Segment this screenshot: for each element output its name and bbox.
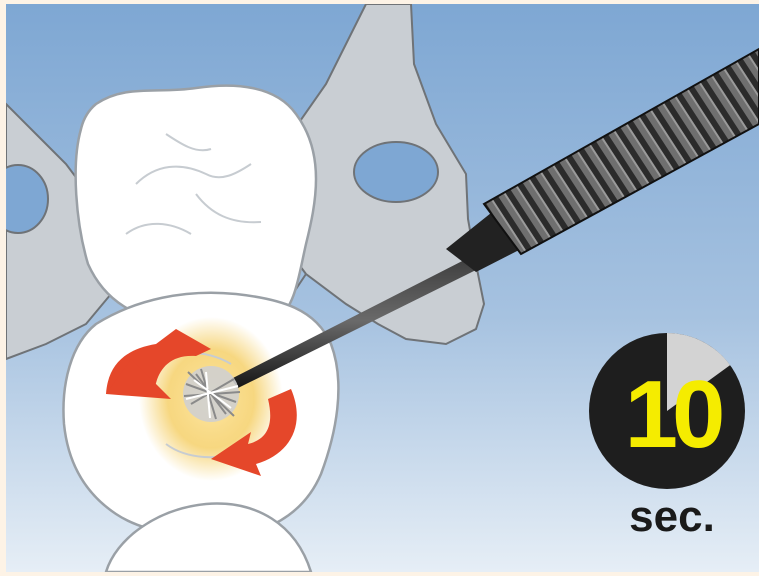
scene-svg: [6, 4, 759, 572]
illustration-panel: 10 sec.: [6, 4, 759, 572]
timer-number: 10: [597, 360, 747, 470]
timer-unit-label: sec.: [602, 492, 742, 542]
band-hole-right: [354, 142, 438, 202]
